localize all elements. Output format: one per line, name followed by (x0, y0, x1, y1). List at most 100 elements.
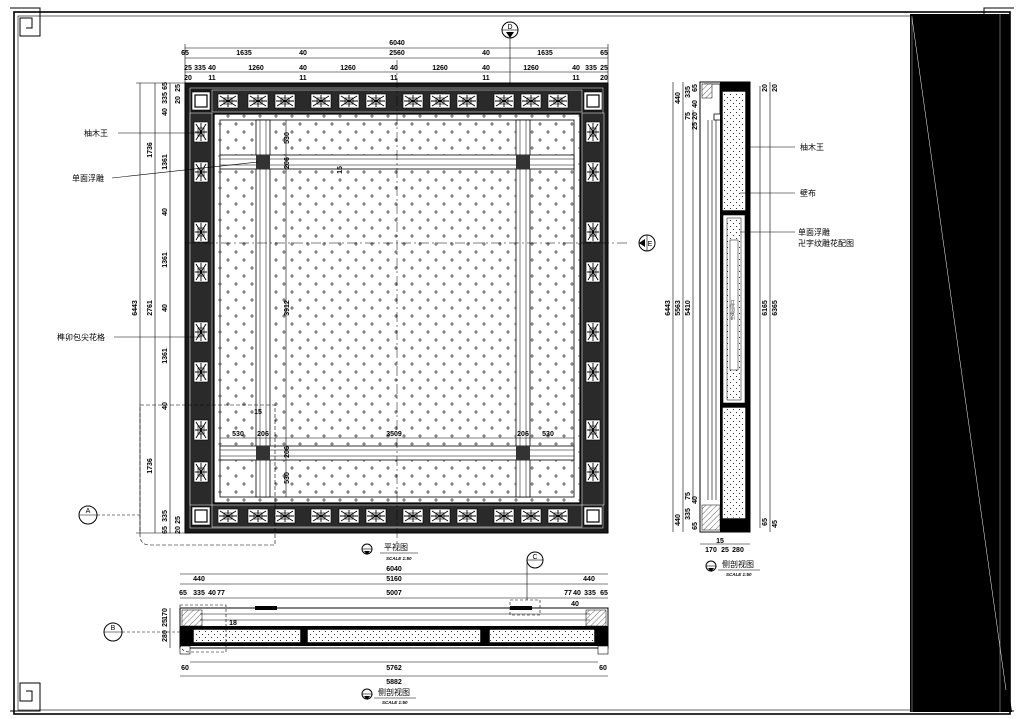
plan-view: 6040 65 1635 40 2560 40 1635 65 25 335 4… (57, 21, 656, 561)
plan-dim-left-tiny: 25 (175, 84, 182, 92)
plan-dim-top-tiny: 11 (482, 75, 490, 82)
plan-dim-top-mid: 65 (600, 50, 608, 57)
side-dim-right-small: 45 (772, 520, 779, 528)
side-label-pattern: 卍字纹雕花配图 (798, 238, 854, 248)
front-dim-bottom-c: 60 (599, 665, 607, 672)
plan-dim-left-fine: 40 (162, 208, 169, 216)
svg-text:侧剖视图: 侧剖视图 (722, 559, 754, 569)
plan-dim-top-fine: 40 (299, 65, 307, 72)
side-dim-top-small: 440 (675, 92, 682, 104)
side-dim-bot-small: 40 (692, 496, 699, 504)
side-dim-top-small: 335 (685, 86, 692, 98)
svg-text:E: E (648, 241, 653, 248)
plan-dim-top-mid: 1635 (236, 50, 252, 57)
plan-dim-left-fine: 65 (162, 526, 169, 534)
plan-dim-top-fine: 40 (208, 65, 216, 72)
plan-dim-left-fine: 1361 (162, 252, 169, 268)
plan-dim-top-mid: 40 (299, 50, 307, 57)
side-dim-right-small: 65 (762, 518, 769, 526)
plan-dim-left-fine: 40 (162, 402, 169, 410)
front-dim-left: 170 (162, 608, 169, 620)
plan-dim-top-fine: 40 (572, 65, 580, 72)
plan-dim-top-fine: 335 (194, 65, 206, 72)
svg-text:SCALE 1:50: SCALE 1:50 (386, 556, 412, 561)
side-dim-left-b: 5563 (675, 300, 682, 316)
side-label-cloth: 壁布 (800, 188, 816, 198)
side-dim-top-small: 25 (692, 122, 699, 130)
plan-dim-inner-h: 3509 (386, 431, 402, 438)
plan-label-teak: 柚木王 (84, 128, 108, 138)
front-dim-bottom-b: 5882 (386, 679, 402, 686)
plan-dim-inner-v: 206 (284, 446, 291, 458)
plan-dim-left-fine: 335 (162, 510, 169, 522)
plan-dim-top-tiny: 20 (600, 75, 608, 82)
plan-dim-inner-h: 206 (257, 431, 269, 438)
plan-dim-left-fine: 335 (162, 92, 169, 104)
plan-dim-left-fine: 65 (162, 82, 169, 90)
svg-text:B: B (111, 625, 116, 632)
plan-dim-top-tiny: 11 (208, 75, 216, 82)
side-dim-bot-small: 335 (685, 508, 692, 520)
plan-dim-left-fine: 1361 (162, 348, 169, 364)
front-dim-tiny: 40 (571, 601, 579, 608)
section-marker-front-top: C (526, 551, 544, 600)
side-dim-top-small: 65 (692, 84, 699, 92)
side-dim-top-small: 20 (692, 112, 699, 120)
plan-title: 平视图 SCALE 1:50 (361, 542, 418, 561)
front-section-view: 6040 440 5160 440 65 335 40 77 5007 77 4… (103, 551, 609, 705)
side-dim-bot-small: 75 (685, 492, 692, 500)
plan-dim-inner-v: 530 (284, 132, 291, 144)
svg-text:C: C (532, 554, 537, 561)
plan-dim-top-fine: 40 (390, 65, 398, 72)
plan-dim-top-fine: 335 (585, 65, 597, 72)
plan-dim-inner-v: 15 (337, 166, 344, 174)
plan-dim-top-fine: 1260 (523, 65, 539, 72)
plan-dim-top-tiny: 11 (299, 75, 307, 82)
side-dim-top-small: 75 (685, 112, 692, 120)
plan-dim-left-total: 6443 (132, 300, 139, 316)
plan-dim-top-fine: 25 (184, 65, 192, 72)
plan-dim-top-fine: 25 (600, 65, 608, 72)
side-dim-bot-small: 440 (675, 514, 682, 526)
plan-dim-inner-15: 15 (254, 409, 262, 416)
plan-dim-top-mid: 65 (181, 50, 189, 57)
plan-dim-top-tiny: 11 (572, 75, 580, 82)
side-label-teak: 柚木王 (800, 142, 824, 152)
svg-text:SCALE 1:50: SCALE 1:50 (726, 572, 752, 577)
svg-text:D: D (507, 24, 512, 31)
side-dim-left-a: 6443 (665, 300, 672, 316)
plan-dim-left-tiny: 25 (175, 516, 182, 524)
plan-dim-left-mid: 1736 (147, 142, 154, 158)
front-dim-fine: 335 (193, 590, 205, 597)
svg-text:平视图: 平视图 (384, 542, 408, 552)
front-dim-fine: 65 (600, 590, 608, 597)
front-dim-bottom-a: 5762 (386, 665, 402, 672)
side-dim-top-small: 40 (692, 100, 699, 108)
plan-dim-left-fine: 1361 (162, 154, 169, 170)
plan-dim-top-tiny: 11 (390, 75, 398, 82)
side-title: 侧剖视图 SCALE 1:50 (705, 559, 760, 577)
plan-label-relief: 单面浮雕 (72, 173, 104, 183)
front-dim-left: 280 (162, 630, 169, 642)
side-dim-right-b: 6365 (772, 300, 779, 316)
front-dim-fine: 65 (179, 590, 187, 597)
side-dim-bottom-b: 15 (716, 538, 724, 545)
front-dim-bottom-c: 60 (181, 665, 189, 672)
plan-dim-inner-v: 3912 (284, 300, 291, 316)
front-title: 侧剖视图 SCALE 1:50 (361, 687, 416, 705)
front-dim-fine: 40 (208, 590, 216, 597)
plan-dim-inner-v: 206 (284, 157, 291, 169)
side-dim-right-small: 20 (762, 84, 769, 92)
front-dim-tiny: 18 (229, 620, 237, 627)
plan-dim-top-fine: 1260 (432, 65, 448, 72)
plan-dim-left-tiny: 20 (175, 526, 182, 534)
side-dim-right-small: 20 (772, 84, 779, 92)
plan-dim-top-total: 6040 (389, 40, 405, 47)
front-dim-fine: 40 (573, 590, 581, 597)
plan-dim-left-mid: 2761 (147, 300, 154, 316)
plan-dim-left-fine: 40 (162, 304, 169, 312)
side-section-view: 空调出风口 6443 5563 5410 440 335 65 40 75 20… (665, 81, 854, 577)
plan-dim-top-fine: 1260 (340, 65, 356, 72)
side-dim-right-a: 6165 (762, 300, 769, 316)
